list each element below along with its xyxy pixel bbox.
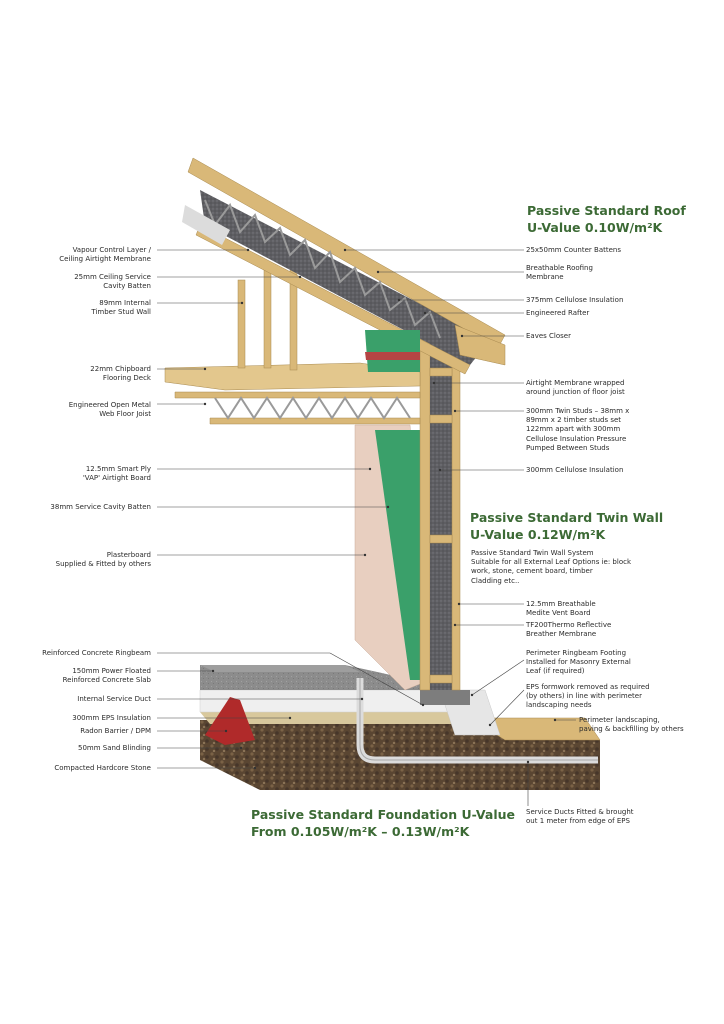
label-service-cavity-batten: 38mm Service Cavity Batten (50, 503, 151, 511)
label-eps-insulation: 300mm EPS Insulation (72, 714, 151, 722)
label-wall-cellulose: 300mm Cellulose Insulation (526, 466, 624, 474)
label-eaves-closer: Eaves Closer (526, 332, 571, 340)
label-ringbeam-footing: Perimeter Ringbeam Footing Installed for… (526, 649, 631, 676)
label-airtight-membrane: Airtight Membrane wrapped around junctio… (526, 379, 625, 397)
label-engineered-rafter: Engineered Rafter (526, 309, 590, 317)
hardcore-stone (200, 720, 600, 790)
label-counter-battens: 25x50mm Counter Battens (526, 246, 621, 254)
label-chipboard-deck: 22mm Chipboard Flooring Deck (90, 365, 151, 383)
foundation-heading: Passive Standard Foundation U-Value From… (251, 807, 515, 839)
label-roof-cellulose: 375mm Cellulose Insulation (526, 296, 624, 304)
wall-description: Passive Standard Twin Wall System Suitab… (471, 549, 632, 585)
outer-stud-right (451, 329, 461, 691)
wall-noggins (429, 367, 453, 684)
roof-assembly (182, 157, 506, 375)
foundation-assembly (199, 665, 601, 790)
radon-barrier (205, 697, 255, 745)
sand-blinding (200, 712, 460, 724)
chipboard-deck (164, 362, 421, 391)
label-vent-board: 12.5mm Breathable Medite Vent Board (526, 600, 596, 618)
label-vapour-control-layer: Vapour Control Layer / Ceiling Airtight … (59, 246, 151, 264)
ceiling-membrane (182, 205, 230, 245)
label-twin-studs: 300mm Twin Studs – 38mm x 89mm x 2 timbe… (526, 407, 630, 452)
eaves-closer (454, 324, 506, 366)
floor-joist-bottom (209, 417, 421, 425)
label-concrete-slab: 150mm Power Floated Reinforced Concrete … (62, 667, 151, 685)
label-radon-barrier: Radon Barrier / DPM (80, 727, 151, 735)
floor-assembly (164, 362, 421, 425)
label-ceiling-service-batten: 25mm Ceiling Service Cavity Batten (74, 273, 151, 291)
roof-heading: Passive Standard Roof U-Value 0.10W/m²K (527, 203, 686, 235)
label-service-ducts: Service Ducts Fitted & brought out 1 met… (526, 808, 634, 826)
label-plasterboard: Plasterboard Supplied & Fitted by others (55, 551, 151, 569)
label-internal-service-duct: Internal Service Duct (77, 695, 151, 703)
label-sand-blinding: 50mm Sand Blinding (77, 744, 151, 752)
label-hardcore-stone: Compacted Hardcore Stone (54, 764, 151, 772)
airtight-board (375, 430, 432, 680)
metal-web (214, 396, 411, 420)
slab-top (200, 665, 360, 672)
concrete-ringbeam (420, 690, 470, 705)
wall-heading: Passive Standard Twin Wall U-Value 0.12W… (470, 510, 664, 542)
floor-joist-top (174, 391, 421, 399)
label-roofing-membrane: Breathable Roofing Membrane (526, 264, 593, 282)
wall-cellulose (430, 330, 452, 690)
roof-red-band (365, 352, 420, 360)
twin-wall-assembly (354, 329, 461, 691)
roof-green-membrane (365, 330, 420, 372)
label-internal-stud-wall: 89mm Internal Timber Stud Wall (91, 299, 151, 317)
label-eps-formwork: EPS formwork removed as required (by oth… (526, 683, 650, 710)
label-breather-membrane: TF200Thermo Reflective Breather Membrane (526, 621, 612, 639)
label-perimeter-landscaping: Perimeter landscaping, paving & backfill… (579, 716, 684, 734)
label-floor-joist: Engineered Open Metal Web Floor Joist (68, 401, 151, 419)
leader-lines (157, 248, 576, 806)
outer-stud-left (419, 329, 431, 691)
label-ringbeam: Reinforced Concrete Ringbeam (42, 649, 151, 657)
label-smart-ply: 12.5mm Smart Ply 'VAP' Airtight Board (82, 465, 151, 483)
